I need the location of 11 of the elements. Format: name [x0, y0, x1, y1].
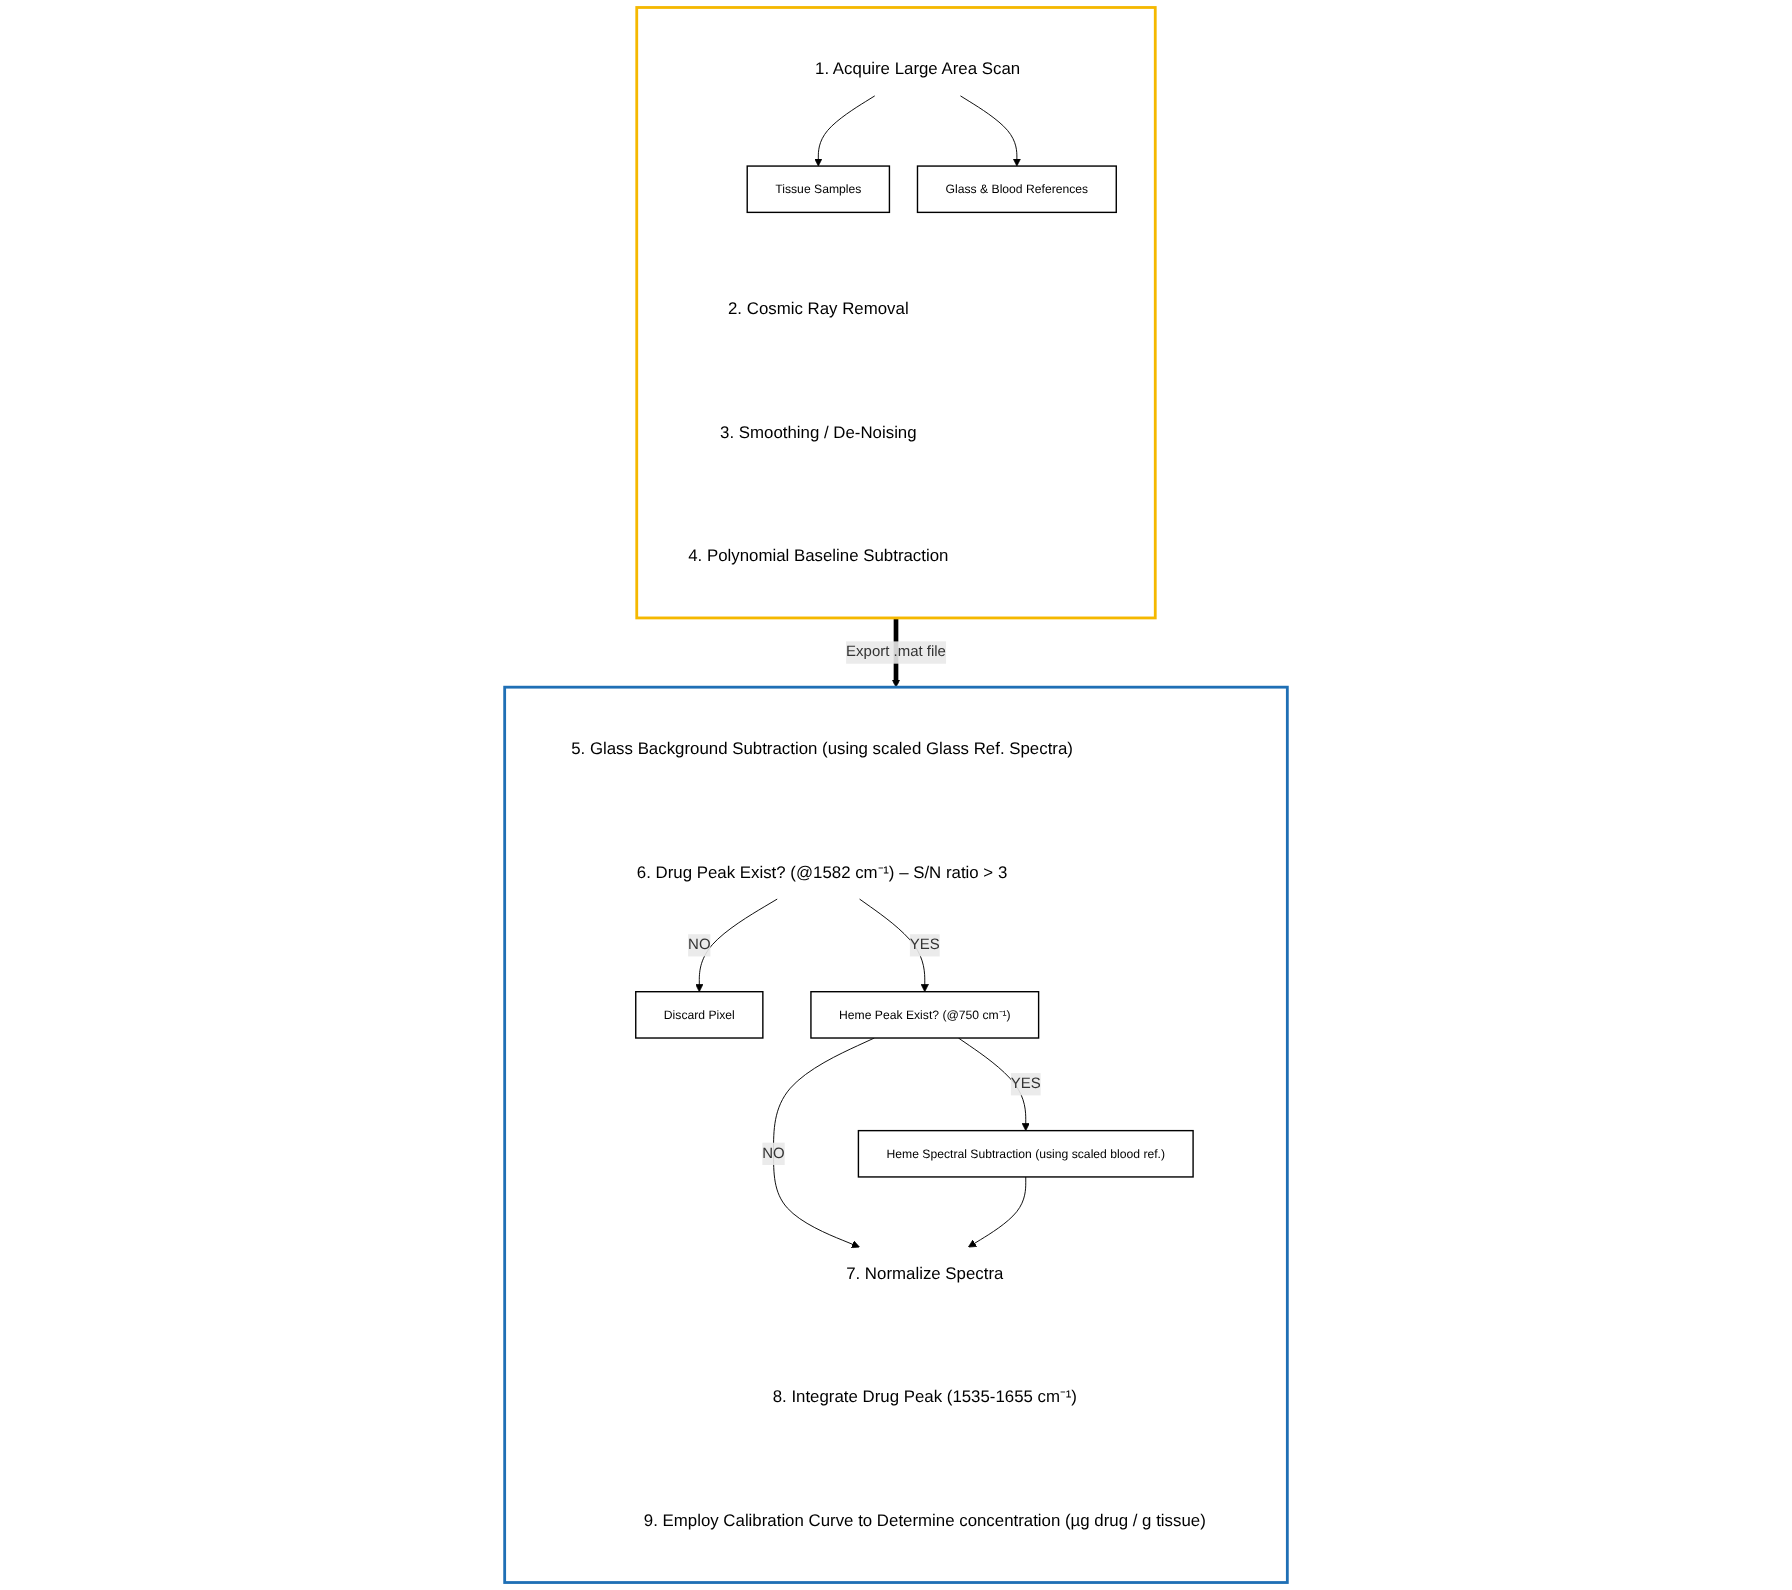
- node-text: 6. Drug Peak Exist? (@1582 cm⁻¹) – S/N ratio > 3: [636, 862, 1008, 882]
- node-text: 4. Polynomial Baseline Subtraction: [688, 546, 949, 566]
- node-text: 8. Integrate Drug Peak (1535-1655 cm⁻¹): [772, 1387, 1077, 1407]
- node-text: 2. Cosmic Ray Removal: [728, 299, 909, 319]
- cluster: [503, 685, 1289, 1584]
- node-text: 9. Employ Calibration Curve to Determine concentration (µg drug / g tissue): [643, 1510, 1206, 1530]
- node-text: 7. Normalize Spectra: [846, 1263, 1004, 1283]
- node-text: 3. Smoothing / De-Noising: [720, 422, 917, 442]
- cluster: [635, 6, 1157, 620]
- node-text: 5. Glass Background Subtraction (using scaled Glass Ref. Spectra): [571, 739, 1073, 758]
- node-text: 1. Acquire Large Area Scan: [815, 59, 1021, 79]
